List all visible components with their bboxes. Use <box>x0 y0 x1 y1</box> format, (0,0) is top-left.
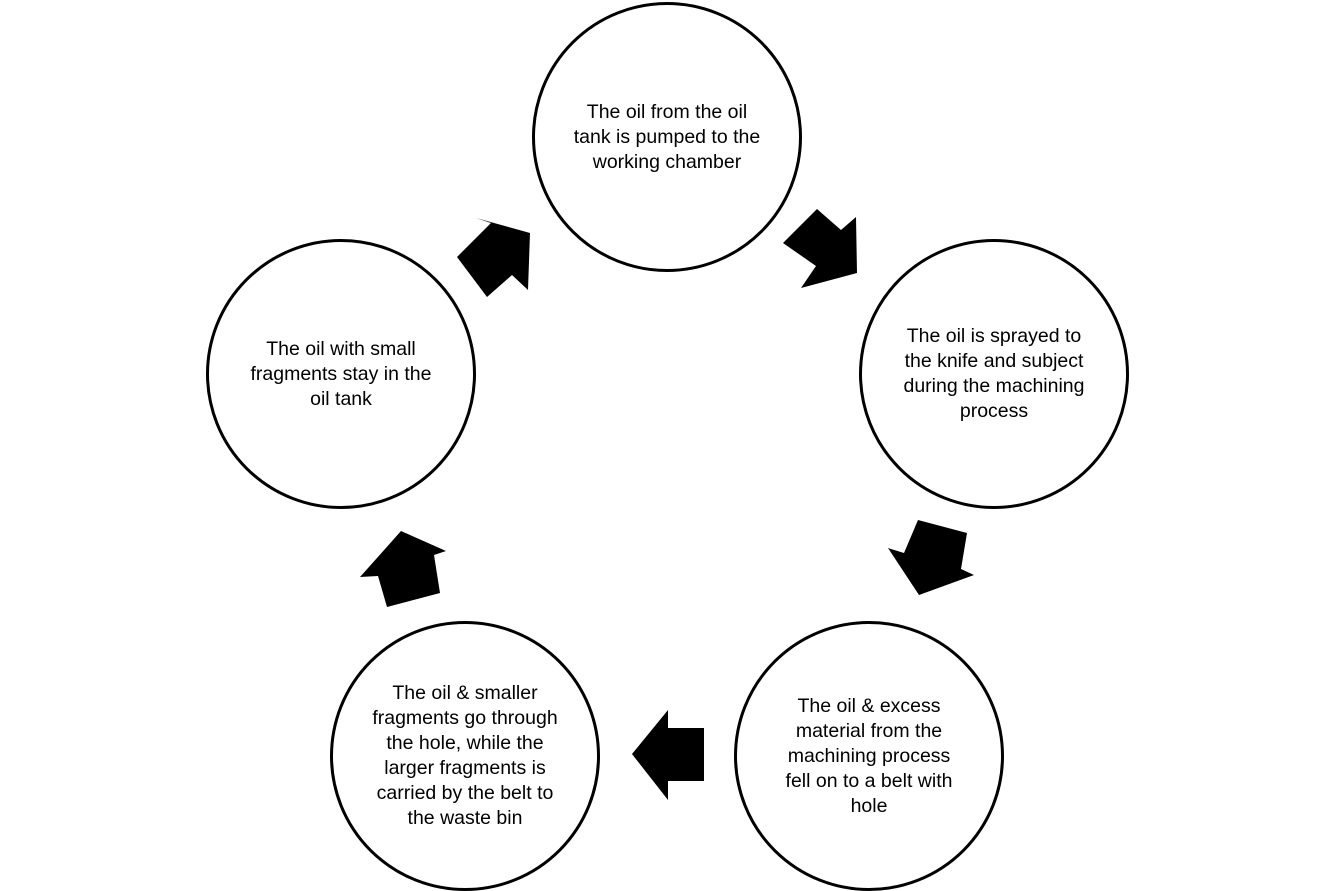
arrow-step4-to-step5 <box>360 531 446 607</box>
step-circle-2: The oil is sprayed to the knife and subj… <box>859 239 1129 509</box>
step-5-text: The oil with small fragments stay in the… <box>250 337 432 410</box>
arrow-step5-to-step1 <box>457 218 530 297</box>
arrow-step1-to-step2 <box>783 209 857 288</box>
step-3-text: The oil & excess material from the machi… <box>785 694 953 817</box>
step-1-text: The oil from the oil tank is pumped to t… <box>573 100 761 173</box>
step-circle-4: The oil & smaller fragments go through t… <box>330 621 600 891</box>
step-circle-1: The oil from the oil tank is pumped to t… <box>532 2 802 272</box>
step-circle-3: The oil & excess material from the machi… <box>734 621 1004 891</box>
arrow-step3-to-step4 <box>632 710 704 800</box>
step-2-text: The oil is sprayed to the knife and subj… <box>903 325 1085 422</box>
arrow-step2-to-step3 <box>888 520 974 595</box>
step-4-text: The oil & smaller fragments go through t… <box>372 682 558 829</box>
step-circle-5: The oil with small fragments stay in the… <box>206 239 476 509</box>
